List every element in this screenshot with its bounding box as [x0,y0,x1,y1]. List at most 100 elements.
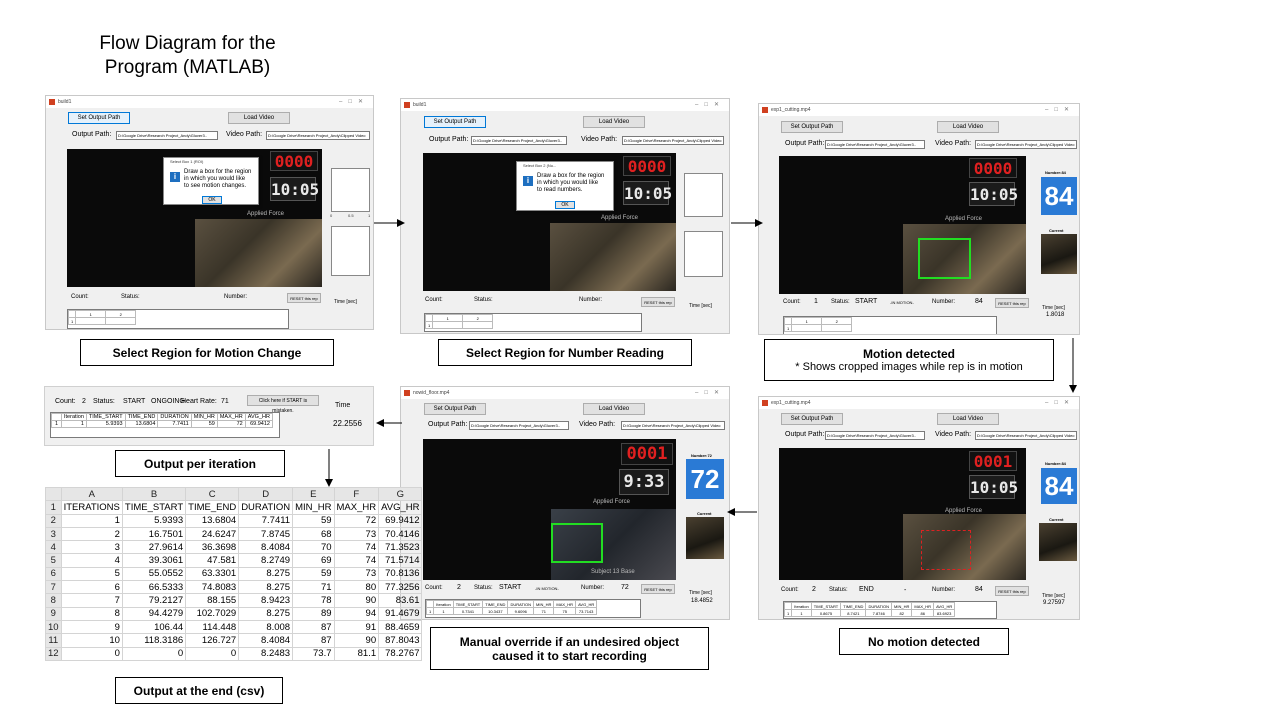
number-label: Number: [579,297,603,303]
number-panel-label: Number:84 [1045,461,1066,466]
dialog-message: Draw a box for the region in which you w… [184,169,251,190]
load-video-button[interactable]: Load Video [937,413,999,425]
window-controls[interactable]: –□✕ [695,390,725,396]
time-value: 9.27597 [1043,600,1065,606]
timer-display: 0000 [969,158,1017,178]
table-cell: 8.7421 [840,609,867,617]
dialog-title: Select Box 1 (ROI) [164,158,258,166]
reset-rep-button[interactable]: RESET this rep [641,297,675,307]
table-col: 1 [432,314,464,322]
time-value: 1.8018 [1046,312,1065,318]
row-number: 2 [45,513,62,528]
number-label: Number: [932,587,956,593]
time-sec-label: Time [sec] [1042,305,1065,311]
video-frame[interactable]: 0001 10:05 Applied Force [779,448,1026,580]
number-label: Number: [581,585,605,591]
csv-cell: 70.8136 [378,566,423,582]
window-controls[interactable]: –□✕ [695,102,725,108]
window-controls[interactable]: –□✕ [339,99,369,105]
set-output-path-button[interactable]: Set Output Path [68,112,130,124]
ok-button[interactable]: OK [555,201,575,209]
csv-cell: 88.4659 [378,619,423,635]
row-number: 1 [45,500,62,515]
csv-header-cell: MIN_HR [292,500,335,515]
load-video-button[interactable]: Load Video [937,121,999,133]
window-controls[interactable]: –□✕ [1045,400,1075,406]
number-value: 84 [975,586,983,593]
table-cell: 1 [791,609,812,617]
plot-axes-bottom [331,226,370,276]
output-path-field[interactable]: D:\Google Drive\Research Project_Andy\Gl… [116,131,218,140]
load-video-button[interactable]: Load Video [583,116,645,128]
video-frame[interactable]: 0000 10:05 Applied Force [779,156,1026,294]
reset-rep-button[interactable]: RESET this rep [287,293,321,303]
video-frame[interactable]: 0001 9:33 Applied Force Subject 13 Base [423,439,676,580]
csv-cell: 47.581 [185,553,240,568]
set-output-path-button[interactable]: Set Output Path [781,121,843,133]
output-path-label: Output Path: [785,431,825,438]
output-path-field[interactable]: D:\Google Drive\Research Project_Andy\Gl… [469,421,569,430]
csv-cell: 8.2749 [238,553,294,568]
status-value: START [499,584,522,591]
table-cell: 10.3437 [482,607,509,615]
csv-cell: 87.8043 [378,633,423,648]
set-output-path-button[interactable]: Set Output Path [424,403,486,415]
table-cell: 69.9412 [244,420,273,428]
matlab-icon [762,107,768,113]
start-mistaken-button[interactable]: Click here if START is mistaken. [247,395,319,414]
window-titlebar: nowid_floor.mp4–□✕ [401,387,729,399]
output-path-field[interactable]: D:\Google Drive\Research Project_Andy\Gl… [825,140,925,149]
dialog-line: Draw a box for the region [184,169,252,175]
reset-rep-button[interactable]: RESET this rep [995,298,1029,308]
window-controls[interactable]: –□✕ [1045,107,1075,113]
dialog-line: in which you would like [537,180,599,186]
video-path-field[interactable]: D:\Google Drive\Research Project_Andy\Cl… [266,131,370,140]
reset-rep-button[interactable]: RESET this rep [641,584,675,594]
set-output-path-button[interactable]: Set Output Path [781,413,843,425]
caption-text: Select Region for Motion Change [112,345,302,360]
reset-rep-button[interactable]: RESET this rep [995,586,1029,596]
csv-cell: 94.4279 [121,606,187,621]
video-path-field[interactable]: D:\Google Drive\Research Project_Andy\Cl… [622,136,724,145]
table-header: MAX_HR [553,600,577,608]
csv-header-cell: DURATION [238,500,294,515]
caption-text: No motion detected [867,634,980,649]
axis-tick: 0.5 [348,213,354,218]
csv-cell: 89 [292,606,335,621]
current-crop-image [686,517,724,559]
count-label: Count: [71,294,89,300]
csv-cell: 71.3523 [378,540,423,555]
video-path-field[interactable]: D:\Google Drive\Research Project_Andy\Cl… [621,421,725,430]
table-col: 1 [75,310,107,318]
video-path-field[interactable]: D:\Google Drive\Research Project_Andy\Cl… [975,431,1077,440]
csv-cell: 118.3186 [121,633,187,648]
number-crop-image: 84 [1041,177,1077,215]
window-titlebar: build1–□✕ [46,96,373,108]
count-value: 2 [457,584,461,591]
info-icon: i [170,172,180,182]
csv-cell: 102.7029 [185,606,240,621]
count-label: Count: [425,585,443,591]
load-video-button[interactable]: Load Video [583,403,645,415]
load-video-button[interactable]: Load Video [228,112,290,124]
motion-roi-box [921,530,971,570]
video-path-field[interactable]: D:\Google Drive\Research Project_Andy\Cl… [975,140,1077,149]
csv-header-cell: TIME_START [121,500,187,515]
time-value: 22.2556 [333,419,362,428]
set-output-path-button[interactable]: Set Output Path [424,116,486,128]
output-path-field[interactable]: D:\Google Drive\Research Project_Andy\Gl… [825,431,925,440]
caption-manual-override: Manual override if an undesired object c… [430,627,709,670]
caption-output-csv: Output at the end (csv) [115,677,283,704]
timer-display: 0001 [969,451,1017,471]
output-path-field[interactable]: D:\Google Drive\Research Project_Andy\Gl… [471,136,567,145]
ok-button[interactable]: OK [202,196,222,204]
